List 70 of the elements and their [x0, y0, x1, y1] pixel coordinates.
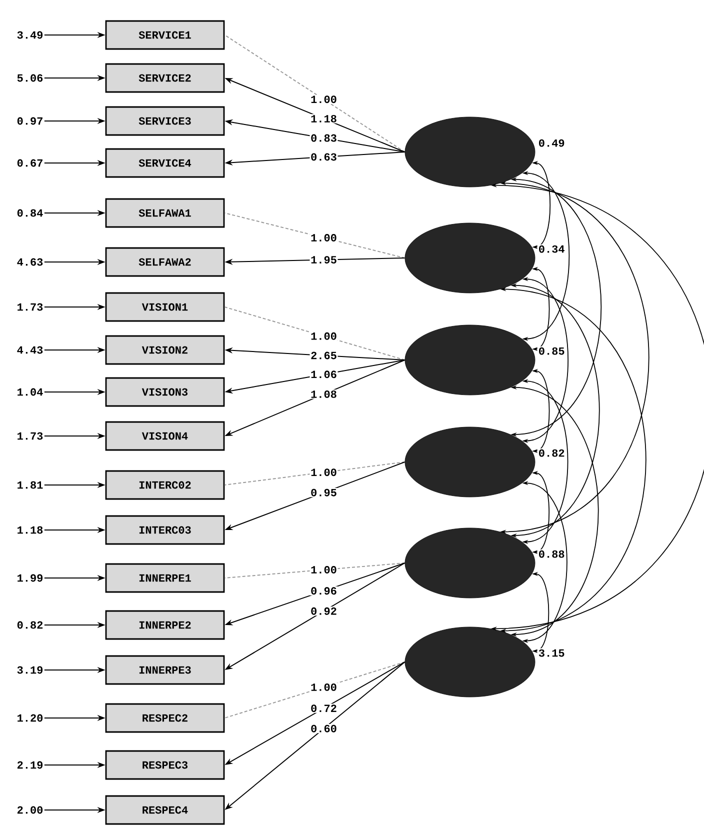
edge-label: 1.95	[311, 256, 336, 264]
observed-variable-box: INTERC02	[105, 470, 225, 500]
error-variance-value: 4.43	[17, 346, 43, 354]
error-variance-value: 3.49	[17, 31, 43, 39]
error-variance-value: 4.63	[17, 258, 43, 266]
variance-value: 0.34	[539, 245, 564, 253]
edge-label: 0.95	[311, 488, 336, 496]
error-variance-value: 1.73	[18, 432, 43, 440]
latent-variable-ellipse	[404, 222, 536, 294]
latent-variable-ellipse	[404, 626, 536, 698]
observed-variable-box: VISION4	[105, 421, 225, 451]
edge-label: 1.06	[311, 370, 336, 378]
latent-variable-ellipse	[404, 324, 536, 396]
observed-variable-box: SELFAWA1	[105, 198, 225, 228]
error-variance-value: 0.82	[17, 621, 43, 629]
variance-value: 0.49	[539, 139, 564, 147]
observed-variable-box: SERVICE2	[105, 63, 225, 93]
error-variance-value: 0.84	[17, 209, 43, 217]
edge-label: 1.18	[311, 114, 336, 122]
variance-value: 3.15	[538, 649, 564, 657]
latent-variable-ellipse	[404, 528, 536, 598]
observed-variable-box: INNERPE1	[105, 563, 225, 593]
error-variance-value: 3.19	[17, 666, 43, 674]
loading-line	[224, 562, 406, 578]
observed-variable-box: INNERPE3	[105, 655, 225, 685]
edge-label: 0.96	[311, 587, 336, 595]
edge-label: 2.65	[311, 352, 336, 360]
edge-label: 0.72	[311, 704, 336, 712]
edge-label: 1.00	[311, 234, 336, 242]
error-variance-value: 0.67	[17, 159, 42, 167]
edge-label: 0.63	[311, 153, 336, 161]
variance-value: 0.88	[539, 550, 564, 558]
loading-line	[224, 34, 406, 152]
error-variance-value: 2.00	[17, 806, 43, 814]
observed-variable-box: RESPEC2	[105, 703, 225, 733]
observed-variable-box: VISION3	[105, 377, 225, 407]
loading-line	[224, 212, 406, 258]
observed-variable-box: INTERC03	[105, 515, 225, 545]
edge-label: 1.00	[311, 566, 336, 574]
edge-label: 1.00	[311, 96, 336, 104]
latent-variable-ellipse	[404, 116, 536, 188]
edge-label: 1.00	[311, 683, 336, 691]
edge-label: 1.00	[311, 332, 336, 340]
observed-variable-box: RESPEC4	[105, 795, 225, 825]
error-variance-value: 1.99	[18, 574, 43, 582]
error-variance-value: 1.20	[18, 714, 43, 722]
edge-label: 0.83	[311, 134, 336, 142]
observed-variable-box: VISION1	[105, 292, 225, 322]
variance-value: 0.85	[539, 347, 564, 355]
edge-label: 0.92	[311, 607, 336, 615]
edge-label: 0.60	[311, 724, 336, 732]
observed-variable-box: SERVICE3	[105, 106, 225, 136]
error-variance-value: 5.06	[17, 74, 43, 82]
observed-variable-box: SERVICE4	[105, 148, 225, 178]
observed-variable-box: SERVICE1	[105, 20, 225, 50]
error-variance-value: 1.04	[18, 388, 43, 396]
observed-variable-box: SELFAWA2	[105, 247, 225, 277]
edge-label: 1.08	[311, 390, 336, 398]
error-variance-value: 1.73	[18, 303, 43, 311]
latent-variable-ellipse	[404, 426, 536, 498]
error-variance-value: 2.19	[17, 761, 43, 769]
observed-variable-box: VISION2	[105, 335, 225, 365]
variance-value: 0.82	[539, 449, 564, 457]
error-variance-value: 1.18	[18, 526, 43, 534]
error-variance-value: 0.97	[17, 117, 42, 125]
edge-label: 1.00	[311, 468, 336, 476]
observed-variable-box: RESPEC3	[105, 750, 225, 780]
error-variance-value: 1.81	[18, 481, 43, 489]
loading-line	[224, 462, 406, 486]
observed-variable-box: INNERPE2	[105, 610, 225, 640]
